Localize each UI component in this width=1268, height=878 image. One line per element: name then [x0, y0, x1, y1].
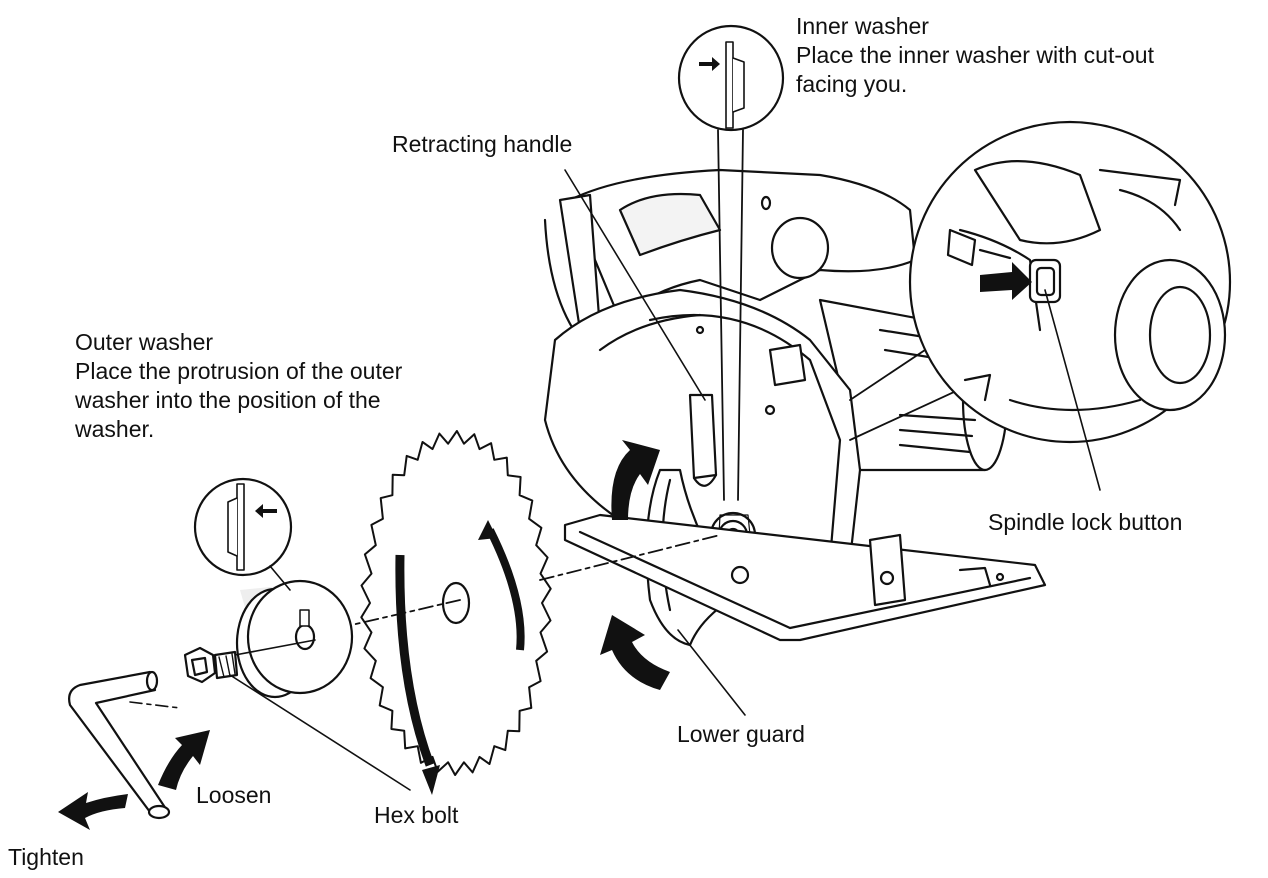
spindle-lock-callout: [849, 120, 1232, 491]
spindle-lock-button-label: Spindle lock button: [988, 509, 1183, 535]
hex-bolt-icon: [183, 646, 411, 791]
inner-washer-note-line2: facing you.: [796, 71, 908, 97]
outer-washer-label: Outer washer Place the protrusion of the…: [75, 328, 402, 444]
outer-washer-title: Outer washer: [75, 329, 214, 355]
retracting-handle-leader: [564, 169, 706, 401]
outer-washer-note-line2: washer into the position of the: [75, 387, 381, 413]
saw-blade-icon: [360, 430, 552, 795]
inner-washer-note-line1: Place the inner washer with cut-out: [796, 42, 1154, 68]
lower-guard-label: Lower guard: [677, 721, 805, 747]
hex-wrench-icon: [58, 670, 210, 830]
lower-guard-leader: [677, 629, 746, 716]
inner-washer-label: Inner washer Place the inner washer with…: [796, 12, 1154, 99]
outer-washer-note-line1: Place the protrusion of the outer: [75, 358, 403, 384]
washer-icon: [234, 579, 354, 699]
outer-washer-callout: [193, 477, 293, 591]
inner-washer-title: Inner washer: [796, 13, 929, 39]
hex-bolt-label: Hex bolt: [374, 802, 459, 828]
loosen-label: Loosen: [196, 782, 272, 808]
retracting-handle-label: Retracting handle: [392, 131, 573, 157]
inner-washer-callout: [677, 24, 785, 501]
outer-washer-note-line3: washer.: [75, 416, 155, 442]
tighten-label: Tighten: [8, 844, 84, 870]
